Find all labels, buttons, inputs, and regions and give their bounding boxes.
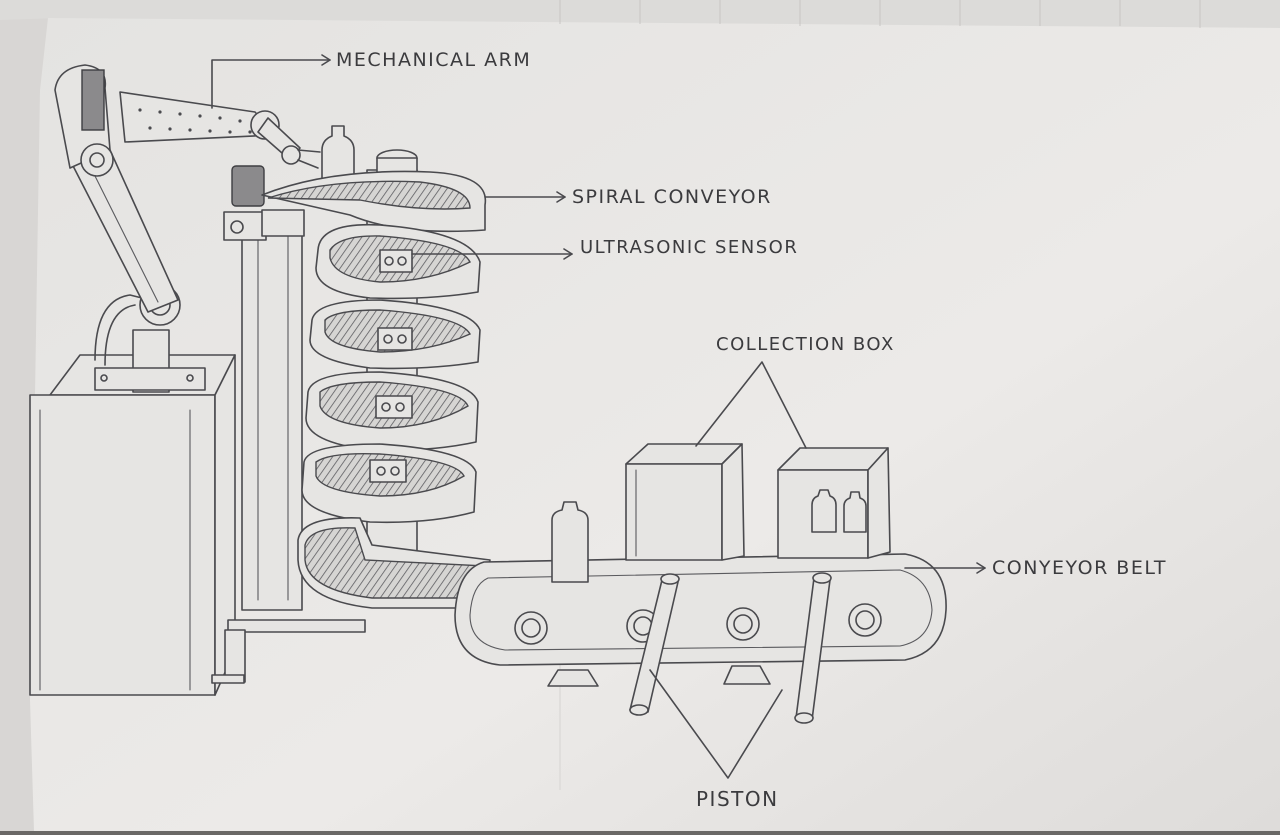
label-piston: PISTON — [696, 787, 779, 811]
spiral-tier-5 — [301, 443, 477, 524]
piston-right — [794, 572, 832, 724]
label-mechanical-arm: MECHANICAL ARM — [336, 49, 531, 71]
spiral-tier-4 — [305, 371, 479, 452]
label-conveyor-belt: CONYEYOR BELT — [992, 557, 1167, 579]
arm-base-cabinet — [29, 394, 216, 696]
motor — [231, 165, 265, 207]
mechanical-arm — [29, 64, 321, 696]
bottle-on-belt — [551, 501, 589, 583]
spiral-tier-3 — [309, 299, 481, 370]
collection-box-right — [777, 447, 891, 559]
label-ultrasonic-sensor: ULTRASONIC SENSOR — [580, 237, 798, 258]
spiral-tier-6-outlet — [297, 517, 491, 609]
spiral-conveyor — [211, 125, 491, 684]
label-spiral-conveyor: SPIRAL CONVEYOR — [572, 186, 772, 208]
spiral-tier-2 — [315, 223, 481, 300]
leader-lines — [211, 54, 986, 779]
piston-left — [629, 573, 680, 716]
conveyor-support-frame — [241, 219, 303, 611]
belt-feet — [547, 665, 771, 687]
collection-box-left — [625, 443, 745, 561]
label-collection-box: COLLECTION BOX — [716, 334, 895, 355]
